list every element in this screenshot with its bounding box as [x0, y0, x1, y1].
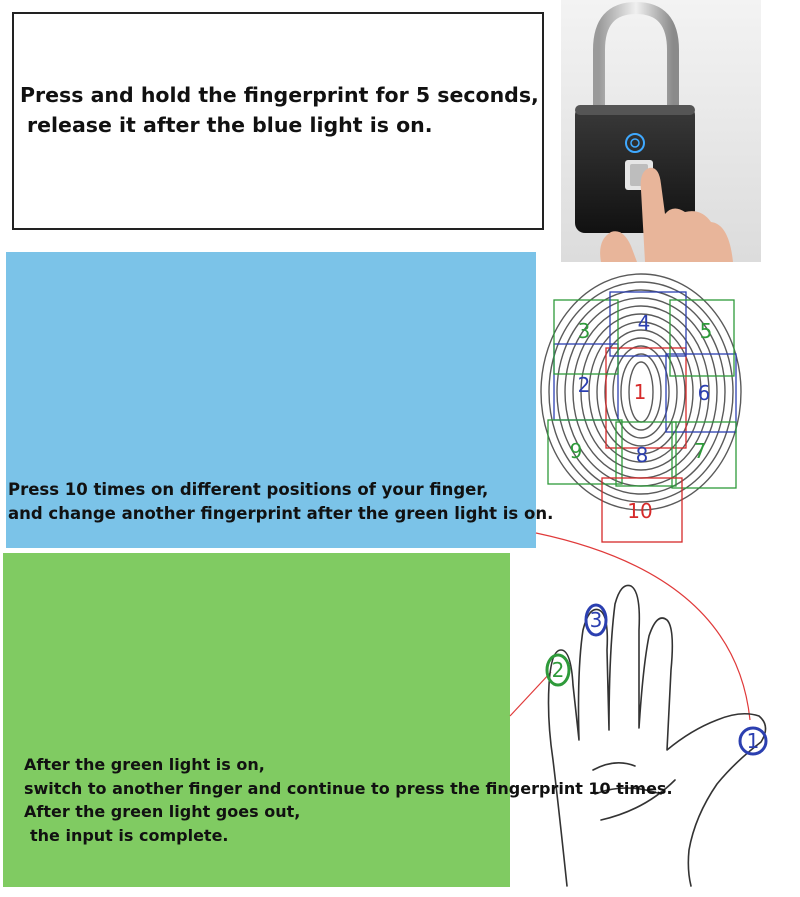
step3-line-2: switch to another finger and continue to…	[24, 778, 673, 798]
fingerprint-padlock-icon	[561, 0, 761, 262]
step1-instructions: Press and hold the fingerprint for 5 sec…	[20, 80, 580, 140]
fingerprint-position-5: 5	[700, 319, 713, 343]
fingerprint-position-1: 1	[634, 380, 647, 404]
fingerprint-icon: 1 2 3 4 5 6 7 8 9 10	[540, 273, 742, 543]
step1-line-1: Press and hold the fingerprint for 5 sec…	[20, 83, 539, 107]
fingerprint-position-3: 3	[578, 319, 591, 343]
finger-marker-1: 1	[747, 729, 760, 753]
fingerprint-position-7: 7	[694, 439, 707, 463]
fingerprint-position-10: 10	[627, 499, 652, 523]
hand-outline-icon: 3 2 1	[545, 584, 768, 887]
step3-line-3: After the green light goes out,	[24, 802, 301, 821]
step1-line-2: release it after the blue light is on.	[27, 113, 433, 137]
fingerprint-position-4: 4	[638, 311, 651, 335]
step3-line-4: the input is complete.	[30, 825, 229, 845]
step2-instructions: Press 10 times on different positions of…	[8, 478, 628, 526]
step2-line-2: and change another fingerprint after the…	[8, 504, 554, 523]
step3-panel	[3, 553, 510, 887]
step2-panel	[6, 252, 536, 548]
step3-instructions: After the green light is on, switch to a…	[24, 753, 724, 847]
fingerprint-position-6: 6	[698, 381, 711, 405]
step3-line-1: After the green light is on,	[24, 755, 265, 774]
finger-marker-2: 2	[552, 658, 565, 682]
fingerprint-position-8: 8	[636, 443, 649, 467]
finger-marker-3: 3	[590, 608, 603, 632]
fingerprint-position-9: 9	[570, 439, 583, 463]
step1-panel	[12, 12, 544, 230]
fingerprint-position-2: 2	[578, 373, 591, 397]
step2-line-1: Press 10 times on different positions of…	[8, 480, 489, 499]
